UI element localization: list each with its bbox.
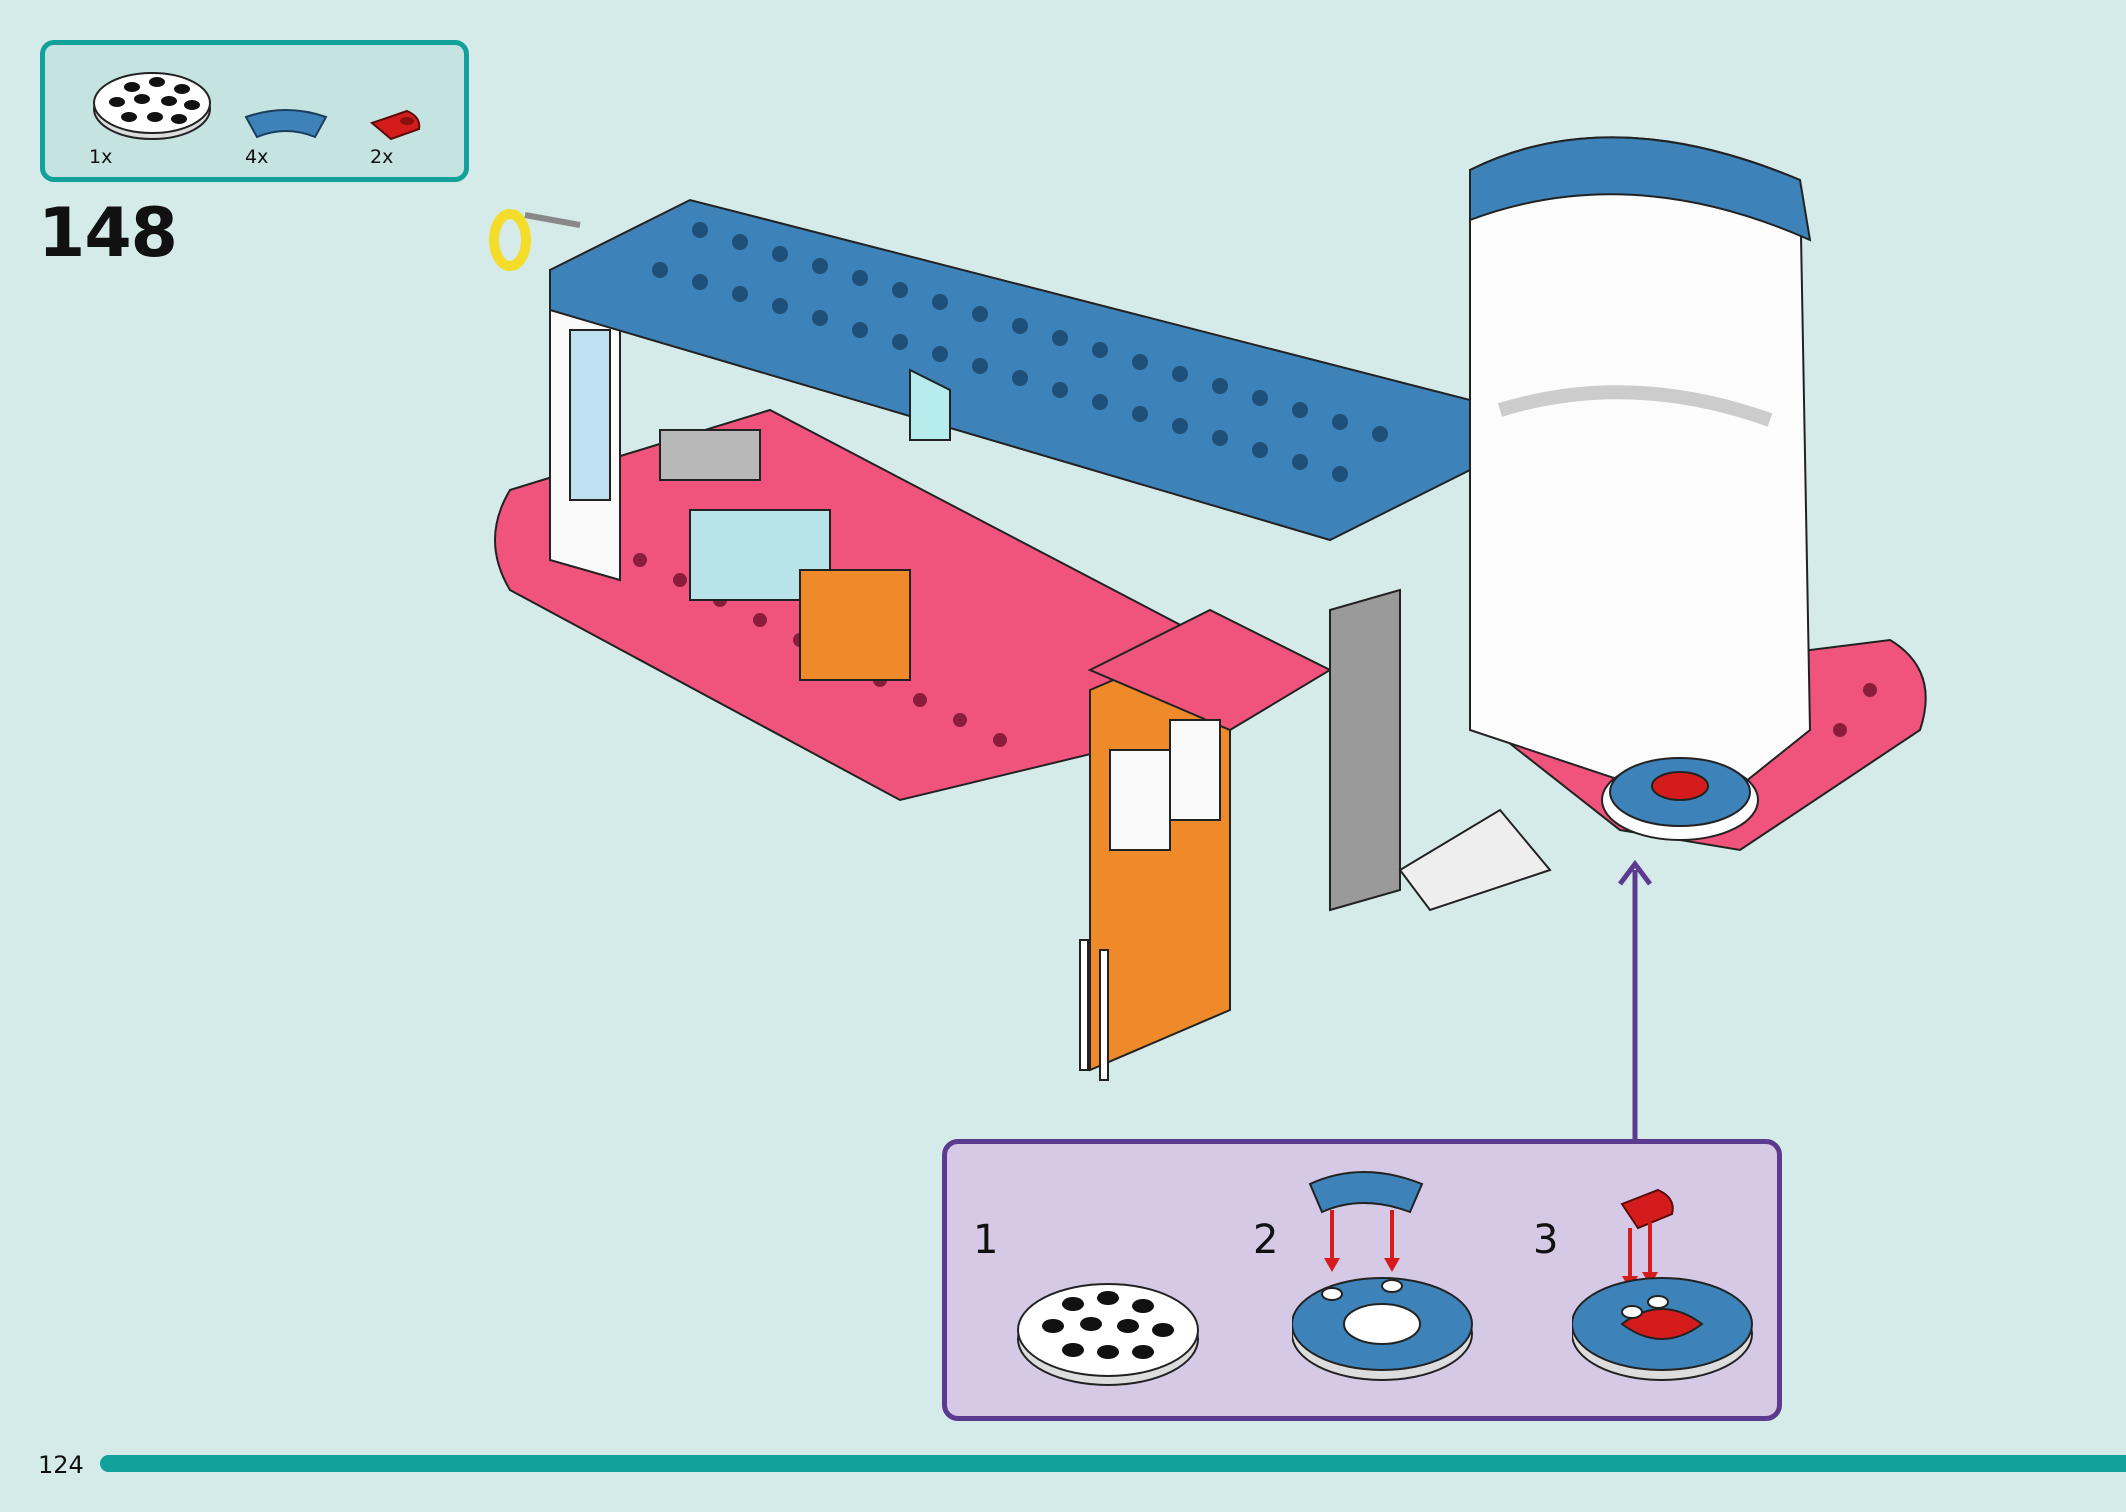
substep-panel: 1 2 3	[942, 1139, 1782, 1421]
callout-arrow	[1618, 860, 1652, 1145]
model-illustration	[489, 136, 1927, 1081]
curved-tile-blue-icon	[244, 109, 328, 139]
progress-bar	[100, 1455, 2126, 1472]
part-qty: 1x	[89, 146, 113, 168]
substep-1-illustration	[1017, 1283, 1199, 1386]
substep-number: 2	[1253, 1217, 1279, 1263]
round-plate-white-icon	[93, 72, 211, 140]
substep-2-illustration	[1292, 1171, 1473, 1381]
part-qty: 2x	[370, 146, 394, 168]
substep-3-illustration	[1572, 1188, 1753, 1381]
step-number: 148	[38, 194, 178, 273]
page-number: 124	[38, 1451, 84, 1479]
part-qty: 4x	[245, 146, 269, 168]
parts-list: 1x 4x 2x	[40, 40, 469, 182]
substep-number: 1	[973, 1217, 999, 1263]
substep-number: 3	[1533, 1217, 1559, 1263]
quarter-tile-red-icon	[370, 109, 421, 141]
